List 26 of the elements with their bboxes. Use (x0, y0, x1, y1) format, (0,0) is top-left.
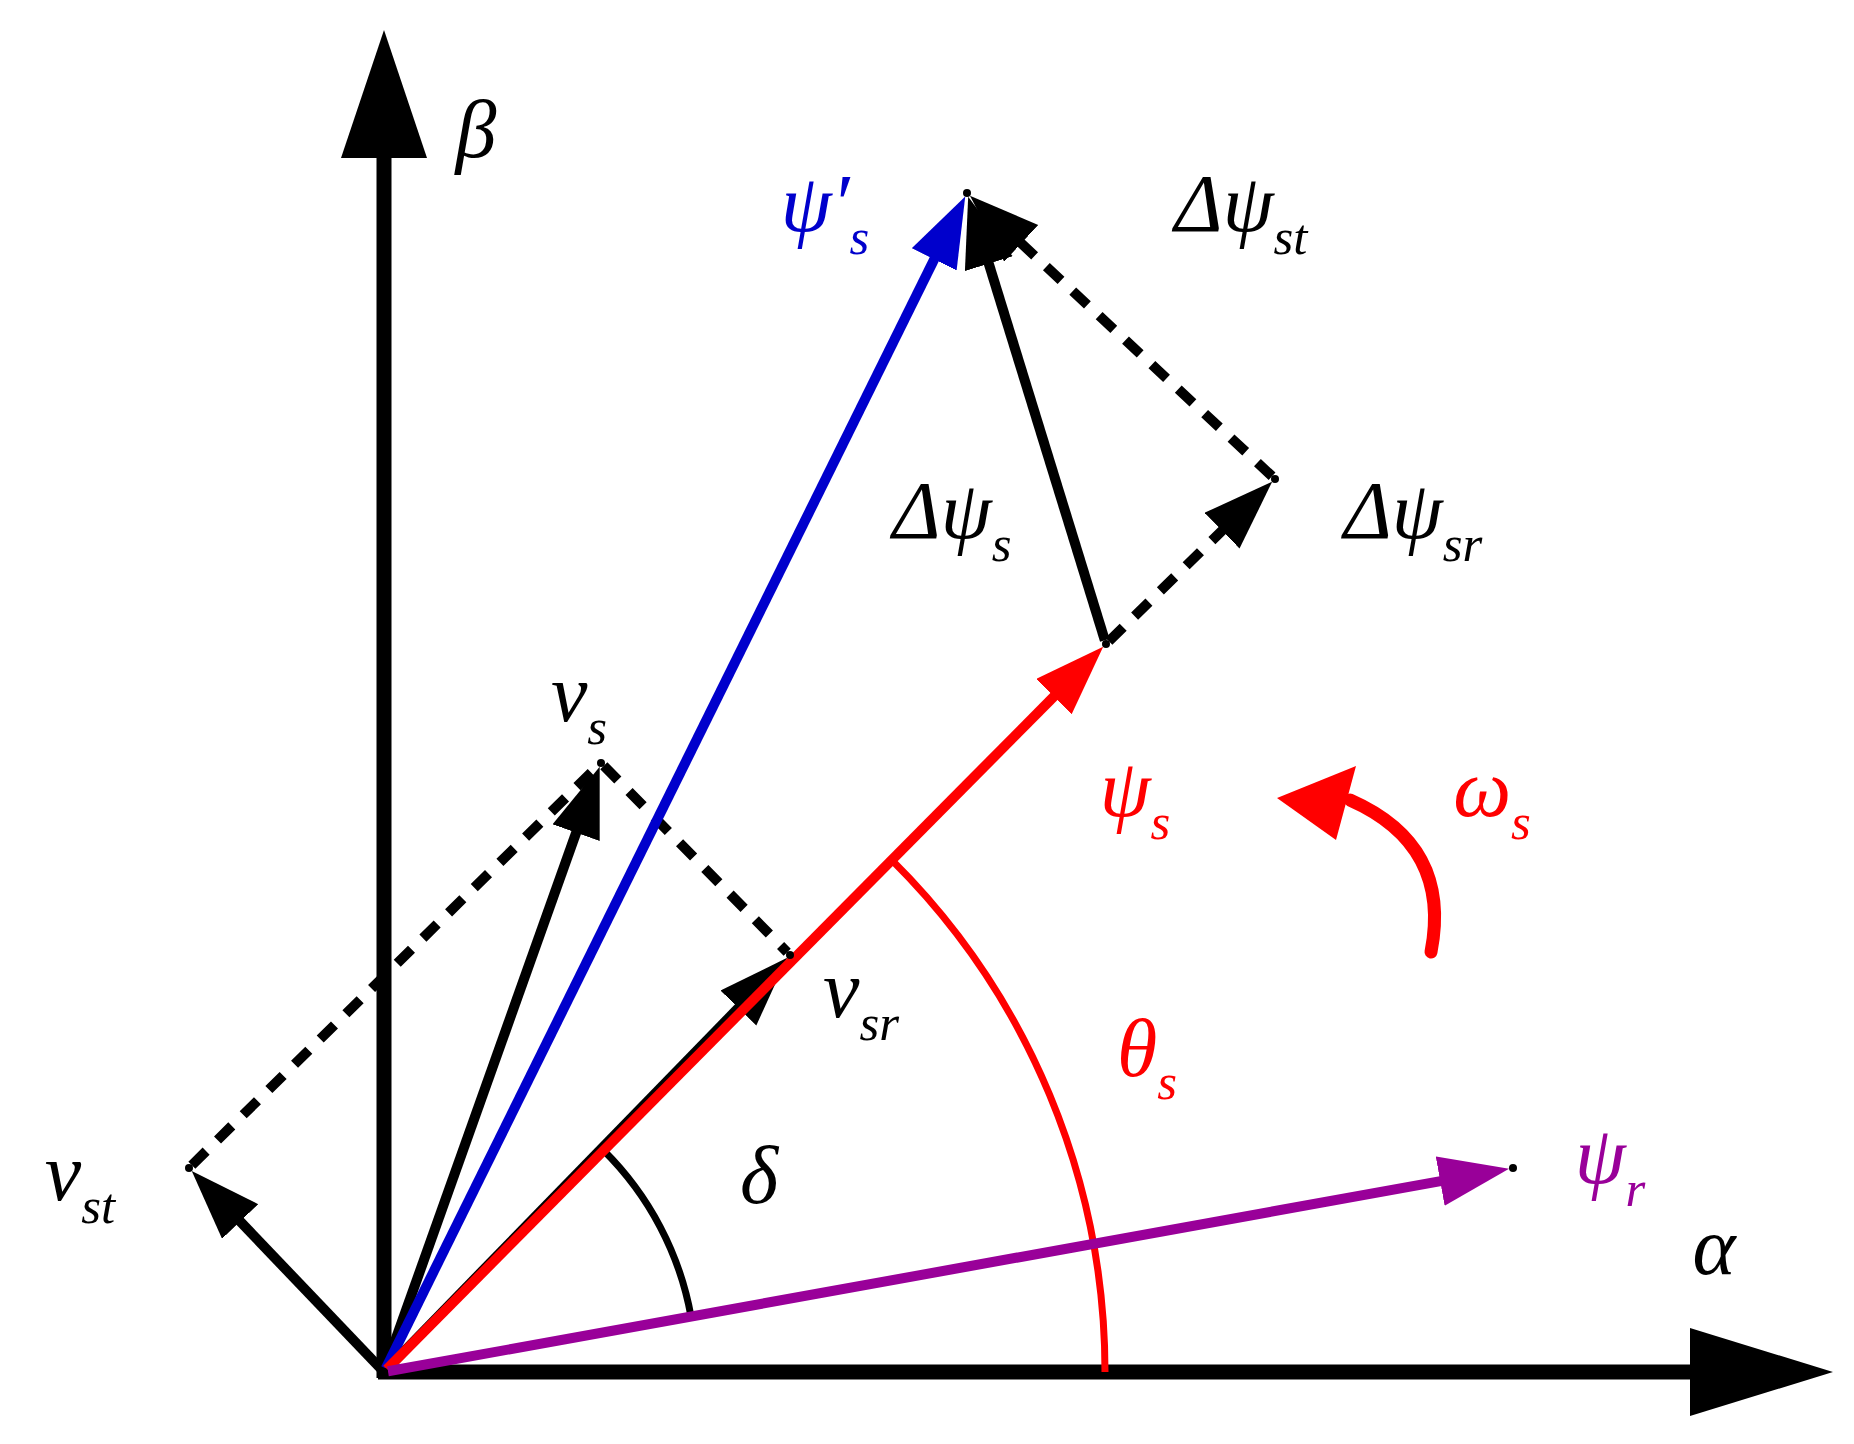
vector-arrow (969, 195, 1276, 480)
vector-point (1509, 1164, 1517, 1172)
vector-label: ψ$_{r}$ (1574, 1115, 1646, 1215)
vector-point (786, 951, 794, 959)
vector-label: Δψ$_{s}$ (892, 470, 1012, 570)
vector-point (185, 1164, 193, 1172)
vector-label: ψ′$_{s}$ (780, 163, 870, 263)
vector-point (1102, 640, 1110, 648)
vector-point (597, 759, 605, 767)
alpha-axis-label: α (1692, 1206, 1736, 1288)
vector-label: v$_{sr}$ (823, 949, 899, 1049)
vector-label: Δψ$_{sr}$ (1343, 470, 1483, 570)
vector-arrow (387, 1156, 1510, 1377)
vector-point (963, 189, 971, 197)
vector-label: v$_{s}$ (550, 653, 608, 753)
connector-line (600, 762, 791, 956)
omega-label: ω$_{s}$ (1453, 748, 1531, 848)
angle-label: δ (739, 1135, 779, 1217)
vector-arrow (964, 196, 1110, 642)
vector-point (1271, 475, 1279, 483)
vector-arrow (381, 196, 966, 1371)
vector-label: Δψ$_{st}$ (1174, 163, 1308, 263)
vector-label: v$_{st}$ (44, 1132, 116, 1232)
angle-label: θ$_{s}$ (1116, 1008, 1178, 1108)
vector-arrow (1105, 481, 1273, 645)
vector-label: ψ$_{s}$ (1099, 748, 1171, 848)
